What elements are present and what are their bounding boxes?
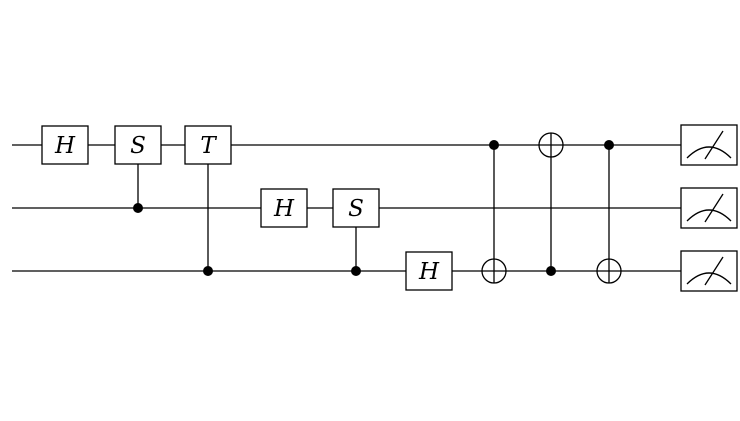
gate-box	[184, 125, 232, 165]
gate-label: S	[348, 196, 364, 222]
meter-box	[680, 124, 738, 166]
meter-box	[680, 187, 738, 229]
meter-arc	[686, 209, 732, 222]
meter-box	[680, 250, 738, 292]
gate-h-5: H	[405, 251, 453, 291]
gate-h-3: H	[260, 188, 308, 228]
meter-arc	[686, 146, 732, 159]
gate-label: H	[54, 133, 76, 159]
meter-arc	[686, 272, 732, 285]
gate-label: T	[200, 133, 217, 159]
target-oplus-7	[538, 132, 564, 158]
control-dot-7	[546, 266, 556, 276]
meter-needle	[704, 130, 724, 160]
target-oplus-8	[596, 258, 622, 284]
control-dot-6	[489, 140, 499, 150]
gate-box	[260, 188, 308, 228]
control-dot-4	[351, 266, 361, 276]
gate-label: H	[273, 196, 295, 222]
gate-box	[41, 125, 89, 165]
gate-box	[114, 125, 162, 165]
measurement-0	[680, 124, 738, 166]
gate-s-4: S	[332, 188, 380, 228]
gate-label: H	[418, 259, 440, 285]
control-dot-1	[133, 203, 143, 213]
meter-needle	[704, 256, 724, 286]
measurement-2	[680, 250, 738, 292]
gate-box	[405, 251, 453, 291]
gate-h-0: H	[41, 125, 89, 165]
target-oplus-6	[481, 258, 507, 284]
gate-t-2: T	[184, 125, 232, 165]
control-dot-2	[203, 266, 213, 276]
gate-label: S	[130, 133, 146, 159]
measurement-1	[680, 187, 738, 229]
gate-box	[332, 188, 380, 228]
meter-needle	[704, 193, 724, 223]
gate-s-1: S	[114, 125, 162, 165]
control-dot-8	[604, 140, 614, 150]
gates: H S T H S H	[41, 124, 738, 292]
